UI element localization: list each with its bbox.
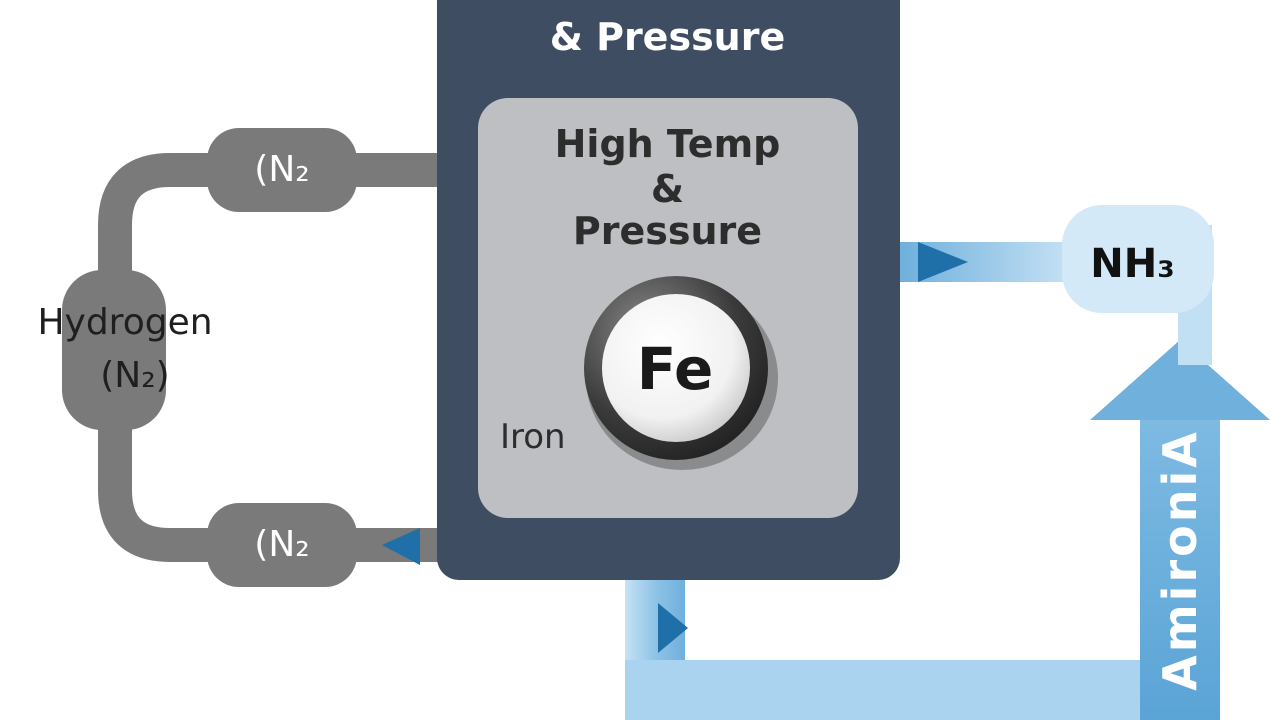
chamber-label-line3: Pressure xyxy=(572,209,763,253)
catalyst-symbol: Fe xyxy=(636,335,714,403)
hydrogen-feed-loop xyxy=(62,128,440,587)
bottom-nitrogen-label: (N₂ xyxy=(254,524,310,565)
right-arrow-icon-lower xyxy=(658,603,688,653)
up-arrow-icon xyxy=(1090,340,1270,420)
top-nitrogen-node xyxy=(207,128,357,212)
right-arrow-icon xyxy=(918,242,968,282)
ammonia-arrow-label: AmironiA xyxy=(1153,429,1207,691)
product-label: NH₃ xyxy=(1090,241,1175,287)
iron-catalyst-icon xyxy=(584,276,778,470)
nh3-node xyxy=(1062,205,1214,313)
left-arrow-icon xyxy=(382,528,420,565)
hydrogen-label: Hydrogen xyxy=(37,302,213,343)
top-nitrogen-label: (N₂ xyxy=(254,149,310,190)
catalyst-label: Iron xyxy=(500,417,566,457)
hydrogen-sublabel: (N₂) xyxy=(100,355,170,396)
chamber-label-line2: & xyxy=(650,167,685,211)
ammonia-outlet xyxy=(382,205,1270,720)
bottom-nitrogen-node xyxy=(207,503,357,587)
reactor-title: & Pressure xyxy=(549,15,786,59)
chamber-label-line1: High Temp xyxy=(554,122,781,166)
hydrogen-node xyxy=(62,270,166,430)
